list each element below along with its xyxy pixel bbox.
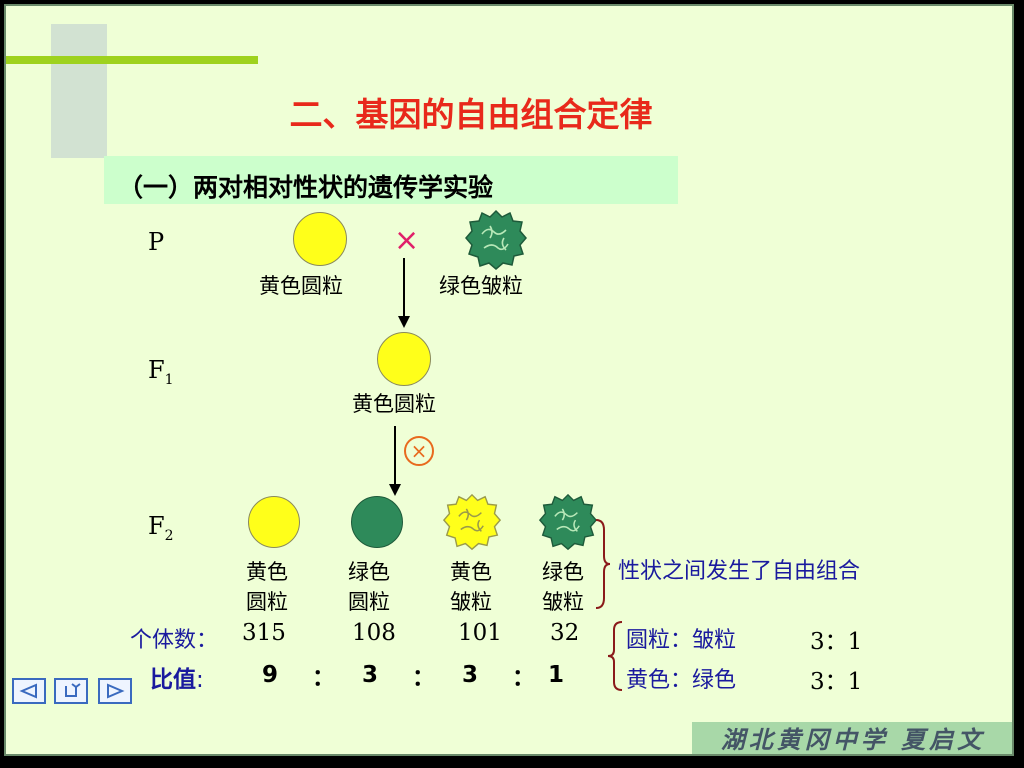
ratio-value: 9 <box>262 662 279 688</box>
green-wrinkled-pea-icon <box>465 209 527 270</box>
arrow-down-icon <box>389 426 401 496</box>
free-combination-note: 性状之间发生了自由组合 <box>618 559 861 584</box>
footer-author: 湖北黄冈中学 夏启文 <box>692 722 1012 754</box>
prev-slide-button[interactable] <box>12 678 46 704</box>
arrow-down-icon <box>398 258 410 328</box>
left-brace-icon <box>607 621 623 691</box>
subtitle: （一）两对相对性状的遗传学实验 <box>118 173 494 202</box>
f2-green-round-pea-icon <box>351 496 403 548</box>
trait-ratio-label: 黄色：绿色 <box>626 668 737 693</box>
f2-phenotype-label: 绿色皱粒 <box>542 560 584 614</box>
slide: 二、基因的自由组合定律 （一）两对相对性状的遗传学实验 P F1 F2 黄色圆粒… <box>4 4 1014 756</box>
trait-ratio-value: 3：1 <box>810 669 863 695</box>
count-value: 101 <box>458 620 502 646</box>
generation-p-label: P <box>148 228 165 256</box>
generation-f2-label: F2 <box>148 512 174 544</box>
yellow-round-pea-icon <box>293 212 347 266</box>
f2-yellow-round-pea-icon <box>248 496 300 548</box>
trait-ratio-value: 3：1 <box>810 629 863 655</box>
generation-f1-label: F1 <box>148 356 174 388</box>
parent-yellow-round-label: 黄色圆粒 <box>259 274 343 298</box>
f2-phenotype-label: 黄色皱粒 <box>450 560 492 614</box>
f2-phenotype-label: 黄色圆粒 <box>246 560 288 614</box>
ratio-separator: ： <box>312 665 335 691</box>
ratio-separator: ： <box>512 665 535 691</box>
count-value: 315 <box>242 620 286 646</box>
count-value: 108 <box>352 620 396 646</box>
prev-arrow-icon <box>19 683 37 699</box>
ratio-value: 3 <box>362 662 379 688</box>
return-arrow-icon <box>65 683 81 697</box>
slide-title: 二、基因的自由组合定律 <box>289 95 653 134</box>
count-value: 32 <box>550 620 580 646</box>
self-cross-symbol: × <box>404 436 434 466</box>
f1-yellow-round-pea-icon <box>377 332 431 386</box>
trait-ratio-label: 圆粒：皱粒 <box>626 628 737 653</box>
ratio-value: 3 <box>462 662 479 688</box>
decor-vertical-bar <box>51 24 107 158</box>
count-label: 个体数： <box>130 628 219 653</box>
ratio-separator: ： <box>412 665 435 691</box>
return-button[interactable] <box>54 678 88 704</box>
subtitle-box <box>104 156 678 204</box>
f2-green-wrinkled-pea-icon <box>538 493 598 551</box>
next-arrow-icon <box>107 683 125 699</box>
f1-label: 黄色圆粒 <box>352 392 436 416</box>
ratio-label: 比值: <box>150 667 204 693</box>
right-brace-icon <box>595 519 611 609</box>
f2-yellow-wrinkled-pea-icon <box>442 493 502 551</box>
ratio-value: 1 <box>548 662 565 688</box>
cross-symbol: × <box>394 223 420 258</box>
decor-horizontal-bar <box>6 56 258 64</box>
f2-phenotype-label: 绿色圆粒 <box>348 560 390 614</box>
parent-green-wrinkled-label: 绿色皱粒 <box>439 274 523 298</box>
next-slide-button[interactable] <box>98 678 132 704</box>
